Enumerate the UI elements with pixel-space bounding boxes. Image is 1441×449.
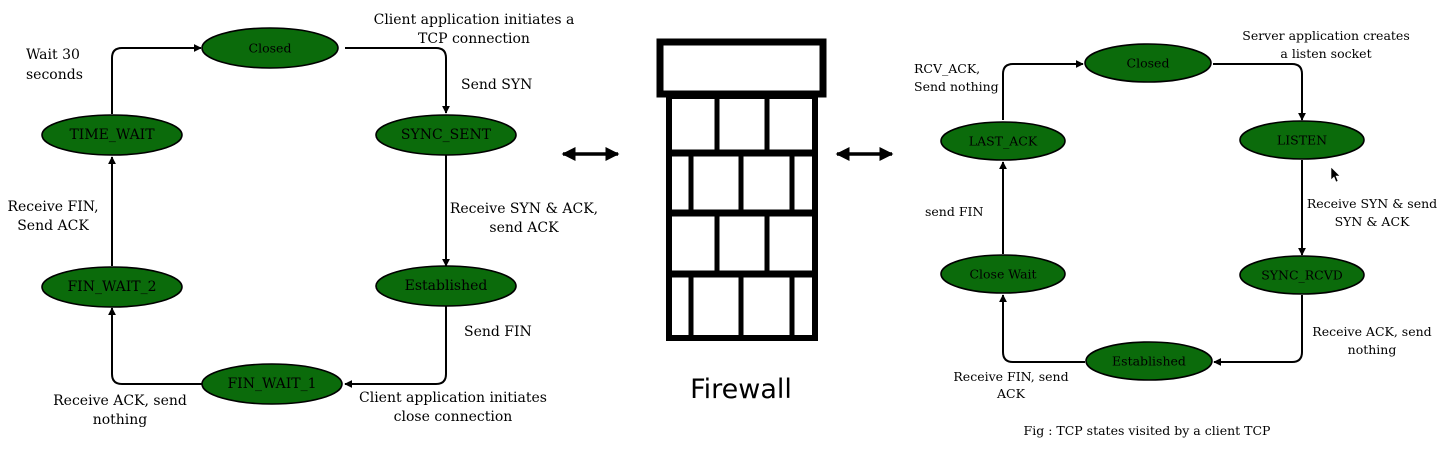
- edge-fin-wait-1-to-fin-wait-2: [108, 307, 203, 385]
- label-server-recv-syn-line1: Receive SYN & send: [1307, 196, 1437, 211]
- label-server-recv-fin-line1: Receive FIN, send: [953, 369, 1068, 384]
- label-initiate-line1: Client application initiates a: [374, 12, 575, 28]
- label-server-rcv-ack-line2: Send nothing: [914, 79, 999, 94]
- state-fin-wait-2-label: FIN_WAIT_2: [67, 279, 156, 295]
- server-state-close-wait: Close Wait: [940, 254, 1066, 294]
- server-state-sync-rcvd: SYNC_RCVD: [1239, 255, 1365, 295]
- label-recv-fin-line2: Send ACK: [17, 218, 89, 234]
- server-state-closed: Closed: [1084, 43, 1212, 83]
- label-server-recv-ack-line2: nothing: [1348, 342, 1397, 357]
- label-send-syn: Send SYN: [461, 77, 532, 93]
- label-recv-synack-line1: Receive SYN & ACK,: [450, 201, 598, 217]
- label-server-listen-line2: a listen socket: [1280, 46, 1371, 61]
- label-close-line2: close connection: [394, 409, 513, 425]
- server-state-established-label: Established: [1112, 354, 1186, 369]
- edge-established-to-close-wait: [999, 294, 1085, 363]
- label-initiate-line2: TCP connection: [418, 31, 530, 47]
- client-state-machine: Closed SYNC_SENT Established FIN_WAIT_1 …: [7, 12, 598, 428]
- server-state-last-ack-label: LAST_ACK: [969, 134, 1038, 149]
- server-state-machine: Closed LISTEN SYNC_RCVD Established Clos…: [914, 28, 1437, 401]
- label-server-recv-fin-line2: ACK: [996, 386, 1026, 401]
- state-time-wait: TIME_WAIT: [41, 114, 183, 156]
- state-closed-label: Closed: [249, 41, 292, 56]
- label-wait-line2: seconds: [26, 67, 83, 83]
- state-time-wait-label: TIME_WAIT: [69, 127, 155, 143]
- label-server-listen-line1: Server application creates: [1242, 28, 1409, 43]
- state-fin-wait-2: FIN_WAIT_2: [41, 266, 183, 308]
- server-state-close-wait-label: Close Wait: [969, 267, 1036, 282]
- server-state-established: Established: [1085, 341, 1213, 381]
- server-state-last-ack: LAST_ACK: [940, 121, 1066, 161]
- label-server-recv-ack-line1: Receive ACK, send: [1312, 324, 1431, 339]
- label-close-line1: Client application initiates: [359, 390, 547, 406]
- label-recv-fin-line1: Receive FIN,: [7, 199, 98, 215]
- state-fin-wait-1: FIN_WAIT_1: [201, 363, 343, 405]
- label-server-send-fin: send FIN: [925, 204, 983, 219]
- state-established-label: Established: [405, 278, 488, 294]
- label-wait-line1: Wait 30: [26, 47, 80, 63]
- firewall-icon: [656, 38, 827, 341]
- firewall-title: Firewall: [690, 374, 792, 405]
- label-recv-ack-line1: Receive ACK, send: [53, 393, 187, 409]
- label-recv-ack-line2: nothing: [93, 412, 148, 428]
- edge-established-to-fin-wait-1: [344, 306, 447, 388]
- edge-time-wait-to-closed: [111, 44, 202, 114]
- label-server-rcv-ack-line1: RCV_ACK,: [914, 61, 980, 76]
- server-state-sync-rcvd-label: SYNC_RCVD: [1261, 268, 1343, 283]
- state-fin-wait-1-label: FIN_WAIT_1: [227, 376, 316, 392]
- edge-last-ack-to-closed: [1002, 60, 1084, 120]
- server-state-listen: LISTEN: [1239, 120, 1365, 160]
- state-closed: Closed: [201, 27, 339, 69]
- edge-sync-rcvd-to-established: [1213, 295, 1303, 366]
- edge-closed-to-sync-sent: [345, 47, 450, 114]
- state-established: Established: [375, 265, 517, 307]
- label-send-fin: Send FIN: [464, 324, 532, 340]
- label-recv-synack-line2: send ACK: [489, 220, 559, 236]
- server-state-closed-label: Closed: [1127, 56, 1170, 71]
- figure-caption: Fig : TCP states visited by a client TCP: [1024, 423, 1271, 438]
- label-server-recv-syn-line2: SYN & ACK: [1335, 214, 1410, 229]
- server-state-listen-label: LISTEN: [1277, 133, 1327, 148]
- edge-server-closed-to-listen: [1213, 63, 1306, 121]
- state-sync-sent: SYNC_SENT: [375, 114, 517, 156]
- mouse-cursor-icon: [1330, 166, 1341, 183]
- state-sync-sent-label: SYNC_SENT: [401, 127, 492, 143]
